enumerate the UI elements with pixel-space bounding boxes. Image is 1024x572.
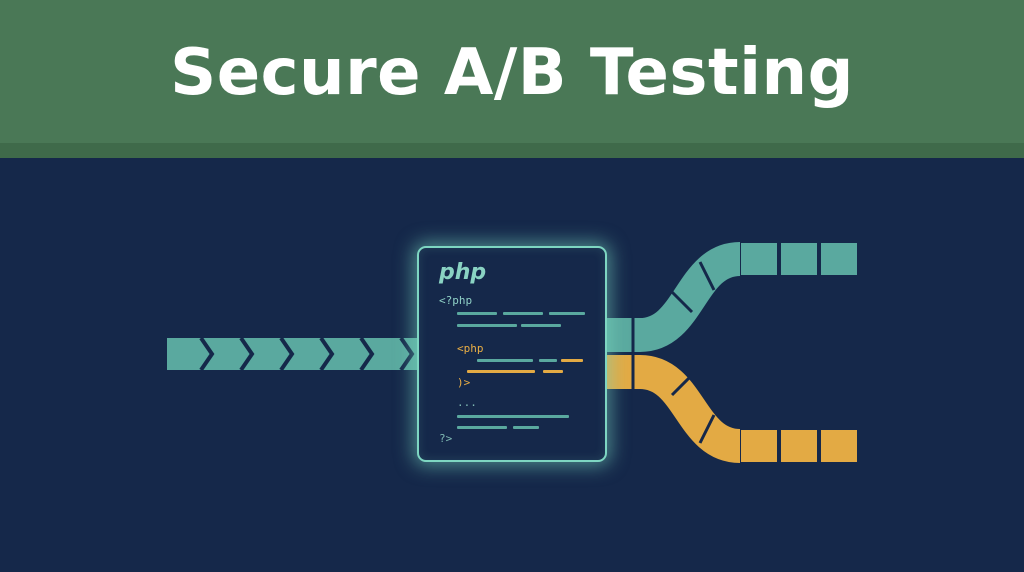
variant-a-block [741,243,777,275]
code-line [503,312,543,315]
code-open-tag: <?php [439,294,473,307]
page-title: Secure A/B Testing [170,36,854,110]
input-chevrons [199,336,415,372]
variant-a-curve [605,242,742,352]
code-line [513,426,539,429]
variant-b-dividers [631,355,716,444]
code-line [457,426,507,429]
code-line [477,359,533,362]
code-line [539,359,557,362]
variant-b-block [781,430,817,462]
code-line [457,312,497,315]
variant-a-dividers [631,261,716,352]
code-inner-close: )> [457,376,471,389]
flow-diagram [167,242,857,463]
chevron-icon [199,336,215,372]
php-logo: php [439,260,487,285]
code-inner-open: <php [457,342,484,355]
variant-a-block [781,243,817,275]
code-line [457,324,517,327]
variant-a-block [821,243,857,275]
code-ellipsis: ... [457,396,477,409]
chevron-icon [279,336,295,372]
code-line [457,415,569,418]
code-line-highlight [561,359,583,362]
banner-shadow [0,143,1024,158]
title-banner: Secure A/B Testing [0,0,1024,158]
code-line-highlight [543,370,563,373]
chevron-icon [239,336,255,372]
code-line [549,312,585,315]
code-close-tag: ?> [439,432,453,445]
chevron-icon [359,336,375,372]
php-code-card: php <?php <php )> ... ?> [417,246,607,462]
variant-a-blocks [741,243,857,275]
variant-b-block [821,430,857,462]
code-line [521,324,561,327]
code-line-highlight [467,370,535,373]
chevron-icon [319,336,335,372]
variant-b-curve [605,355,742,463]
chevron-icon [399,336,415,372]
variant-b-block [741,430,777,462]
variant-b-blocks [741,430,857,462]
